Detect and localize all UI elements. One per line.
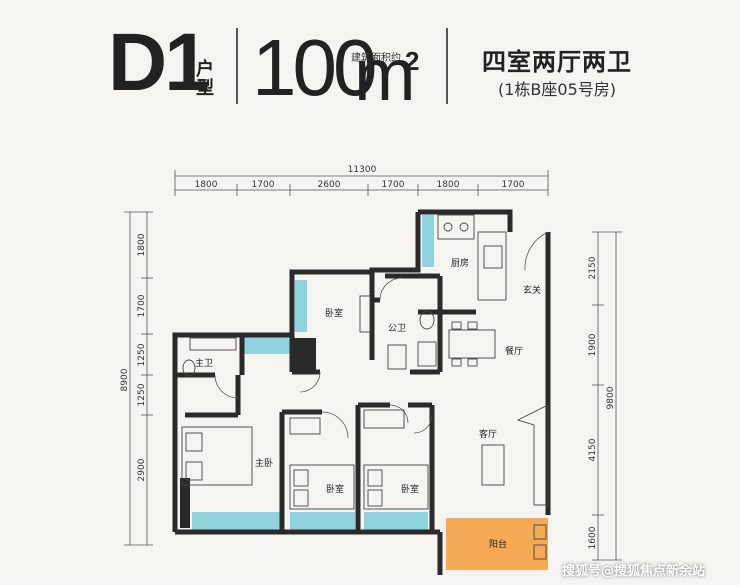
header-divider-2	[446, 28, 448, 104]
label-living: 客厅	[479, 428, 497, 440]
label-bedroom-south-1: 卧室	[326, 483, 344, 495]
dim-top-total: 11300	[348, 165, 377, 175]
unit-type-label: 户型	[196, 59, 214, 99]
dim-top-3: 2600	[318, 180, 341, 190]
label-dining: 餐厅	[505, 345, 523, 357]
dim-left-4: 1250	[137, 383, 147, 406]
dim-top-2: 1700	[252, 180, 275, 190]
fixtures	[181, 214, 549, 560]
area-superscript: 2	[405, 46, 420, 76]
left-dimensions	[124, 211, 153, 546]
label-balcony: 阳台	[489, 538, 507, 550]
watermark: 搜狐号@搜狐焦点新余站	[562, 564, 706, 579]
dim-left-5: 2900	[137, 458, 147, 481]
plan-header: D1 户型 100 m 建筑面积约 2 四室两厅两卫 (1栋B座05号房)	[0, 0, 740, 120]
dim-right-4: 1600	[588, 526, 598, 549]
label-public-bath: 公卫	[388, 323, 406, 334]
label-entrance: 玄关	[523, 284, 541, 296]
dim-left-total: 8900	[120, 368, 130, 391]
area-unit: m	[354, 33, 416, 116]
layout-description: 四室两厅两卫	[482, 48, 632, 76]
dim-top-6: 1700	[502, 180, 525, 190]
area-value: 100	[252, 23, 378, 112]
dim-left-3: 1250	[137, 343, 147, 366]
dim-right-total: 9800	[606, 386, 616, 409]
label-kitchen: 厨房	[451, 257, 469, 269]
dim-left-1: 1800	[137, 233, 147, 256]
building-note: (1栋B座05号房)	[497, 80, 616, 99]
label-bedroom-north: 卧室	[325, 307, 343, 319]
unit-code: D1	[108, 17, 210, 108]
right-dimensions	[592, 231, 622, 561]
structural-column-2	[180, 478, 190, 528]
label-bedroom-south-2: 卧室	[401, 483, 419, 495]
header-divider	[236, 28, 238, 104]
area-label: 建筑面积约	[351, 53, 401, 64]
dim-right-3: 4150	[588, 438, 598, 461]
windows	[192, 215, 434, 530]
dim-right-2: 1900	[588, 333, 598, 356]
dim-top-5: 1800	[437, 180, 460, 190]
label-master-bath: 主卫	[195, 357, 213, 369]
structural-column	[290, 338, 316, 370]
dim-right-1: 2150	[588, 256, 598, 279]
dim-top-1: 1800	[195, 180, 218, 190]
top-dimensions	[174, 170, 549, 196]
dim-left-2: 1700	[137, 294, 147, 317]
walls	[172, 209, 551, 575]
balcony-area	[446, 518, 548, 570]
label-master-bedroom: 主卧	[255, 457, 273, 469]
dim-top-4: 1700	[382, 180, 405, 190]
